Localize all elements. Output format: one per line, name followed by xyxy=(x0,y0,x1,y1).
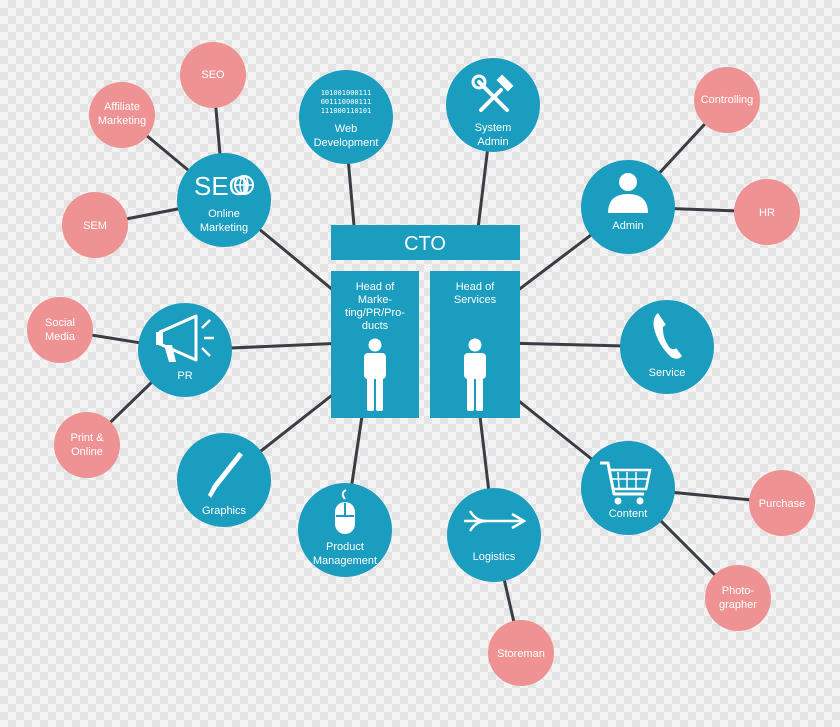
leaf-print-online[interactable]: Print & Online xyxy=(54,412,120,478)
binary-line-1: 101001000111 xyxy=(321,89,372,97)
head-marketing-panel[interactable]: Head of Marke- ting/PR/Pro- ducts xyxy=(331,271,419,418)
node-content[interactable]: Content xyxy=(581,441,675,535)
head-services-label-line2: Services xyxy=(454,294,497,306)
node-admin-label: Admin xyxy=(612,220,643,232)
leaf-controlling[interactable]: Controlling xyxy=(694,67,760,133)
split-arrow-icon xyxy=(464,510,527,532)
leaf-controlling-label: Controlling xyxy=(701,94,754,106)
megaphone-icon xyxy=(156,314,214,362)
phone-icon xyxy=(653,313,682,359)
node-product-management-label-line1: Product xyxy=(326,541,364,553)
node-pr-label: PR xyxy=(177,370,192,382)
user-icon xyxy=(608,173,648,213)
leaf-print-online-label-line1: Print & xyxy=(70,432,104,444)
node-online-marketing-label-line1: Online xyxy=(208,208,240,220)
head-marketing-label-line1: Head of xyxy=(356,281,395,293)
head-marketing-label-line3: ting/PR/Pro- xyxy=(345,307,405,319)
leaf-social-media-label-line2: Media xyxy=(45,331,76,343)
binary-code-icon: 101001000111 001110000111 111000110101 xyxy=(321,89,372,115)
leaf-photographer-label-line2: grapher xyxy=(719,599,757,611)
seo-globe-icon: SEO xyxy=(194,171,254,201)
leaf-hr[interactable]: HR xyxy=(734,179,800,245)
node-logistics-circle xyxy=(447,488,541,582)
node-product-management[interactable]: Product Management xyxy=(298,483,392,577)
node-logistics[interactable]: Logistics xyxy=(447,488,541,582)
node-admin[interactable]: Admin xyxy=(581,160,675,254)
node-graphics-circle xyxy=(177,433,271,527)
leaf-affiliate-label-line2: Marketing xyxy=(98,115,146,127)
cto-bar xyxy=(331,225,520,260)
person-icon xyxy=(464,338,486,411)
leaf-purchase[interactable]: Purchase xyxy=(749,470,815,536)
leaf-hr-label: HR xyxy=(759,207,775,219)
leaf-hr-circle xyxy=(734,179,800,245)
node-web-development[interactable]: 101001000111 001110000111 111000110101 W… xyxy=(299,70,393,164)
leaf-photographer-label-line1: Photo- xyxy=(722,585,755,597)
leaf-purchase-circle xyxy=(749,470,815,536)
node-pr-circle xyxy=(138,303,232,397)
leaf-seo-label: SEO xyxy=(201,69,225,81)
leaf-affiliate-marketing[interactable]: Affiliate Marketing xyxy=(89,82,155,148)
leaf-print-online-label-line2: Online xyxy=(71,446,103,458)
node-system-admin-label-line2: Admin xyxy=(477,136,508,148)
binary-line-3: 111000110101 xyxy=(321,107,372,115)
node-online-marketing-label-line2: Marketing xyxy=(200,222,248,234)
node-graphics[interactable]: Graphics xyxy=(177,433,271,527)
leaf-social-media[interactable]: Social Media xyxy=(27,297,93,363)
leaf-photographer-circle xyxy=(705,565,771,631)
leaf-purchase-label: Purchase xyxy=(759,498,805,510)
binary-line-2: 001110000111 xyxy=(321,98,372,106)
leaf-controlling-circle xyxy=(694,67,760,133)
tools-icon xyxy=(471,74,514,112)
node-web-development-label-line2: Development xyxy=(314,137,379,149)
leaf-affiliate-marketing-circle xyxy=(89,82,155,148)
node-service-label: Service xyxy=(649,367,686,379)
node-web-development-circle xyxy=(299,70,393,164)
node-system-admin-circle xyxy=(446,58,540,152)
leaf-seo[interactable]: SEO xyxy=(180,42,246,108)
node-product-management-label-line2: Management xyxy=(313,555,377,567)
node-graphics-label: Graphics xyxy=(202,505,247,517)
node-web-development-label-line1: Web xyxy=(335,123,357,135)
leaf-social-media-label-line1: Social xyxy=(45,317,75,329)
node-service[interactable]: Service xyxy=(620,300,714,394)
cto-box[interactable]: CTO xyxy=(331,225,520,260)
node-system-admin-label-line1: System xyxy=(475,122,512,134)
leaf-print-online-circle xyxy=(54,412,120,478)
node-pr[interactable]: PR xyxy=(138,303,232,397)
leaf-social-media-circle xyxy=(27,297,93,363)
head-services-panel[interactable]: Head of Services xyxy=(430,271,520,418)
leaf-storeman-label: Storeman xyxy=(497,648,545,660)
leaf-sem-label: SEM xyxy=(83,220,107,232)
head-marketing-label-line2: Marke- xyxy=(358,294,393,306)
mouse-icon xyxy=(335,489,355,534)
person-icon xyxy=(364,338,386,411)
leaf-photographer[interactable]: Photo- grapher xyxy=(705,565,771,631)
paintbrush-icon xyxy=(208,452,243,498)
head-services-label-line1: Head of xyxy=(456,281,495,293)
leaf-sem[interactable]: SEM xyxy=(62,192,128,258)
node-online-marketing[interactable]: SEO Online Marketing xyxy=(177,153,271,247)
cto-label: CTO xyxy=(404,233,446,255)
leaf-affiliate-label-line1: Affiliate xyxy=(104,101,140,113)
leaf-sem-circle xyxy=(62,192,128,258)
node-logistics-label: Logistics xyxy=(473,551,516,563)
leaf-seo-circle xyxy=(180,42,246,108)
head-marketing-label-line4: ducts xyxy=(362,320,389,332)
shopping-cart-icon xyxy=(600,461,652,505)
node-system-admin[interactable]: System Admin xyxy=(446,58,540,152)
node-content-label: Content xyxy=(609,508,648,520)
leaf-storeman[interactable]: Storeman xyxy=(488,620,554,686)
leaf-storeman-circle xyxy=(488,620,554,686)
